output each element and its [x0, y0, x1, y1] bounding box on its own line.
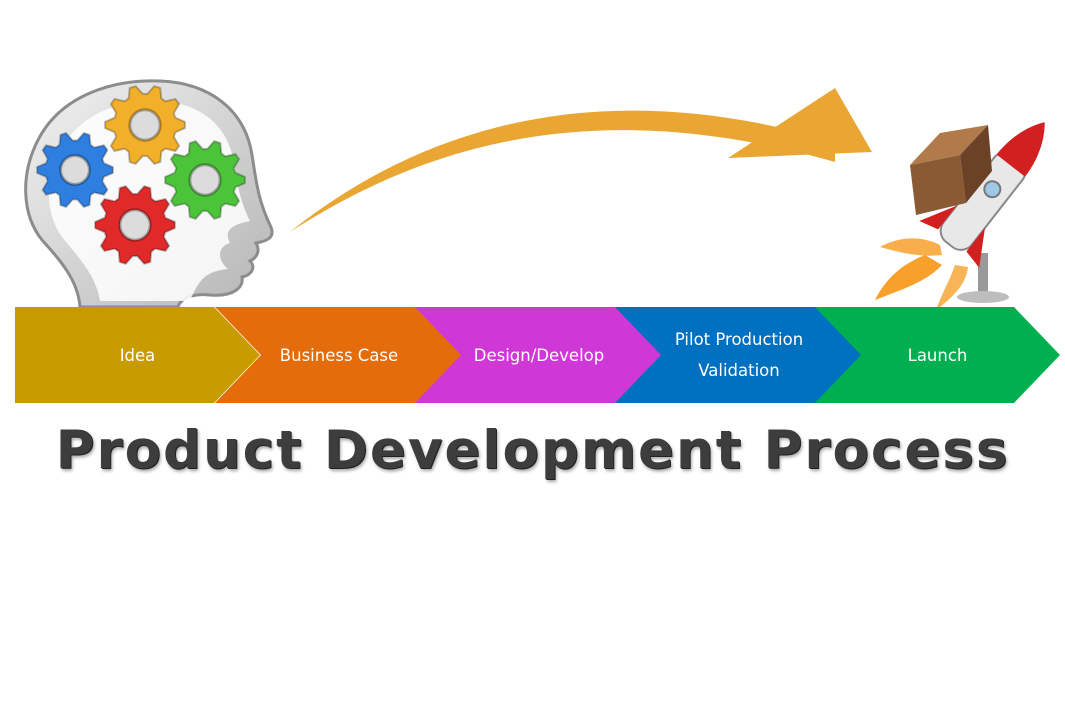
- yellow-gear-icon: [104, 84, 186, 166]
- curved-arrow-icon: [290, 88, 872, 232]
- arrow-shaft: [290, 110, 835, 232]
- green-gear-icon: [164, 139, 246, 221]
- rocket-flames: [875, 238, 968, 310]
- step-launch: Launch: [815, 307, 1060, 403]
- head-with-gears-icon: [24, 79, 274, 307]
- arrow-head: [728, 88, 872, 158]
- red-gear-icon: [94, 184, 176, 266]
- step-label: Pilot Production Validation: [674, 330, 804, 380]
- launch-stand: [957, 253, 1009, 303]
- blue-gear-icon: [36, 131, 114, 209]
- rocket-launch-icon: [875, 122, 1045, 310]
- step-idea: Idea: [15, 307, 260, 403]
- rocket-body: [919, 122, 1045, 268]
- diagram-title: Product Development Process: [55, 420, 1010, 481]
- step-label: Design/Develop: [473, 345, 605, 365]
- step-label: Launch: [907, 345, 968, 365]
- cargo-box: [910, 125, 992, 215]
- step-label: Business Case: [279, 345, 399, 365]
- step-label: Idea: [119, 345, 156, 365]
